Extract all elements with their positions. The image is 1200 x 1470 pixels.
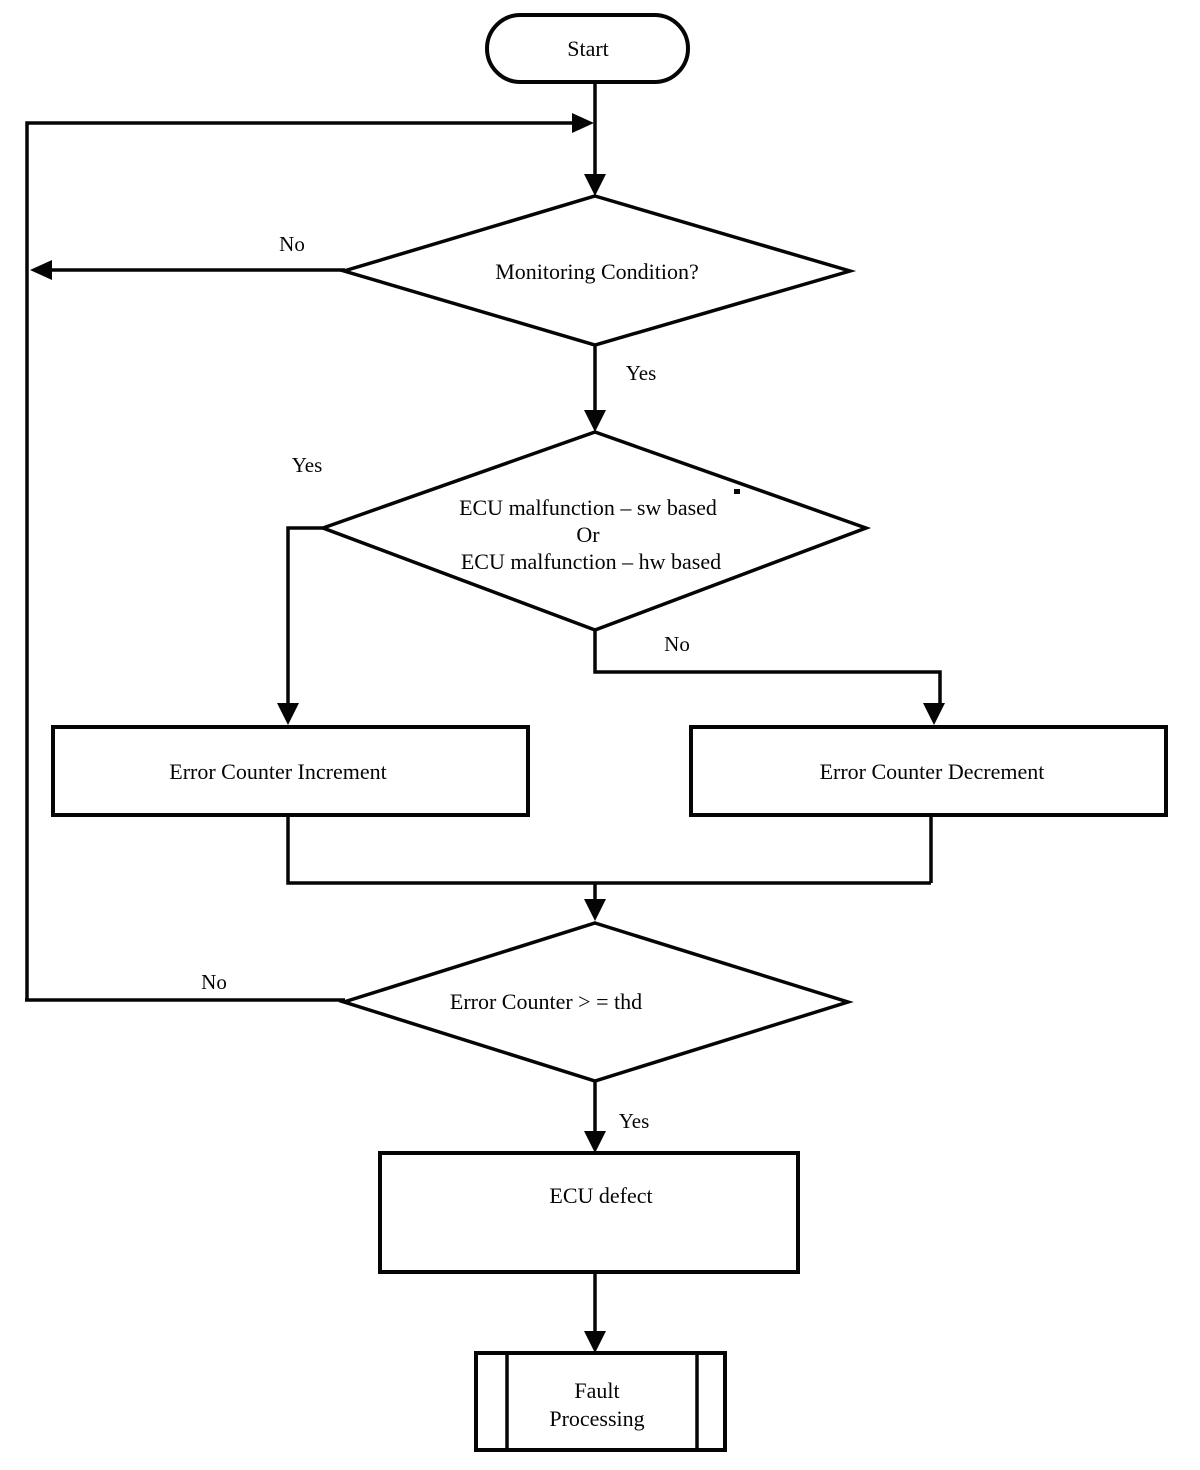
node-process-error-counter-decrement: Error Counter Decrement (689, 725, 1168, 817)
connector-merge-to-threshold (286, 815, 933, 921)
error-counter-decrement-label: Error Counter Decrement (820, 759, 1045, 784)
error-counter-threshold-label: Error Counter > = thd (450, 989, 642, 1014)
edge-label-monitoring-no: No (279, 232, 305, 256)
connector-monitoring-no (30, 260, 345, 280)
arrowhead-down-icon (584, 174, 606, 196)
arrowhead-down-icon (584, 410, 606, 432)
arrowhead-left-icon (30, 260, 52, 280)
node-start: Start (485, 13, 690, 84)
connector-start-to-monitoring (584, 82, 606, 196)
arrowhead-down-icon (584, 1131, 606, 1153)
arrowhead-down-icon (584, 899, 606, 921)
edge-label-threshold-no: No (201, 970, 227, 994)
ecu-malfunction-label-line1: ECU malfunction – sw based (459, 495, 717, 520)
arrowhead-down-icon (923, 703, 945, 725)
connector-loop-back-to-top (25, 113, 594, 1000)
fault-processing-label-line2: Processing (549, 1406, 644, 1431)
edge-label-threshold-yes: Yes (619, 1109, 650, 1133)
node-decision-monitoring-condition: Monitoring Condition? (337, 194, 857, 347)
node-decision-ecu-malfunction: ECU malfunction – sw based Or ECU malfun… (317, 430, 872, 632)
error-counter-increment-label: Error Counter Increment (169, 759, 386, 784)
ecu-malfunction-label-line3: ECU malfunction – hw based (461, 549, 721, 574)
edge-label-monitoring-yes: Yes (626, 361, 657, 385)
node-decision-error-counter-threshold: Error Counter > = thd (338, 921, 854, 1083)
connector-defect-to-fault (584, 1272, 606, 1353)
node-process-ecu-defect: ECU defect (378, 1151, 800, 1274)
edge-label-malfunction-yes: Yes (292, 453, 323, 477)
node-process-error-counter-increment: Error Counter Increment (51, 725, 530, 817)
stray-dot-artifact (734, 489, 740, 494)
arrowhead-right-icon (572, 113, 594, 133)
arrowhead-down-icon (584, 1331, 606, 1353)
monitoring-condition-label: Monitoring Condition? (495, 259, 699, 284)
node-predefined-fault-processing: Fault Processing (474, 1351, 727, 1452)
start-label: Start (567, 36, 609, 61)
connector-monitoring-yes (584, 345, 606, 432)
connector-malfunction-yes (277, 526, 323, 725)
fault-processing-label-line1: Fault (574, 1378, 619, 1403)
arrowhead-down-icon (277, 703, 299, 725)
ecu-malfunction-label-line2: Or (576, 522, 600, 547)
ecu-defect-label: ECU defect (549, 1183, 652, 1208)
connector-malfunction-no (593, 630, 945, 725)
edge-label-malfunction-no: No (664, 632, 690, 656)
connector-threshold-yes (584, 1081, 606, 1153)
